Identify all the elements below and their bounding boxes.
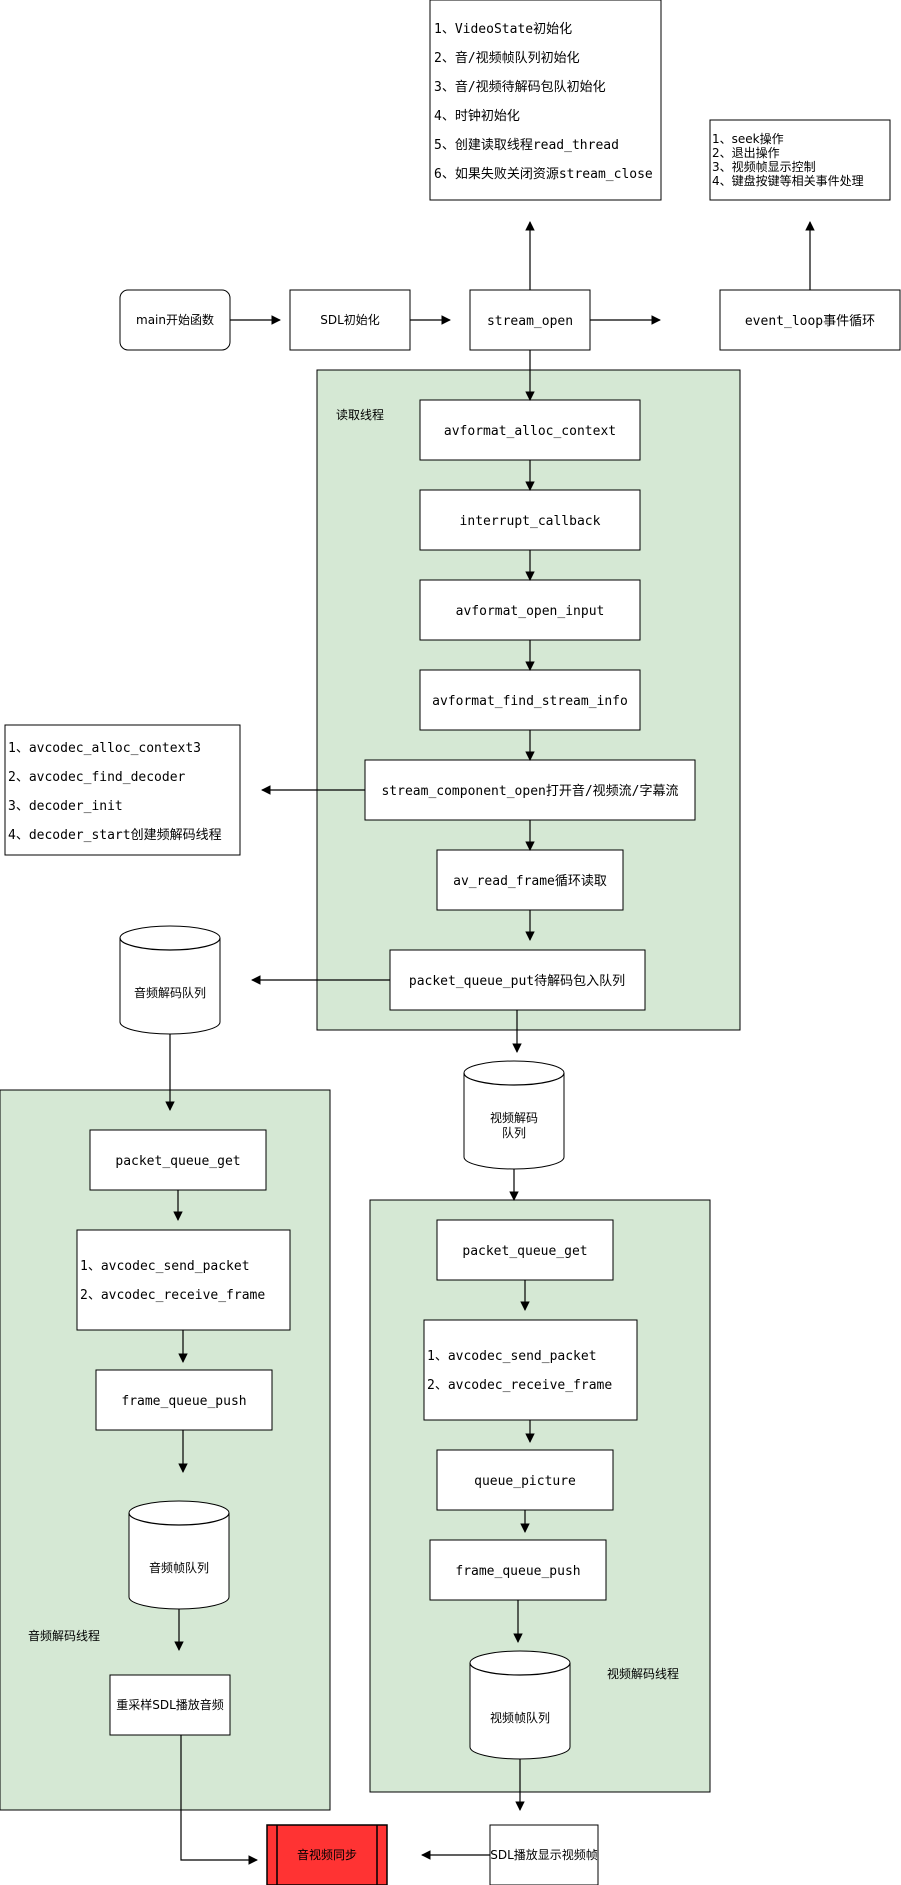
event-note-1: 1、seek操作 bbox=[712, 131, 784, 146]
arrow-audio-play-to-sync bbox=[180, 1735, 258, 1865]
stream-open-note-2: 2、音/视频帧队列初始化 bbox=[434, 50, 580, 66]
resample-sdl-play-node bbox=[109, 1674, 231, 1736]
packet-queue-put-label: packet_queue_put待解码包入队列 bbox=[409, 974, 625, 989]
video-packet-queue-label-1: 视频解码 bbox=[490, 1110, 538, 1125]
audio-frame-queue-push-node bbox=[95, 1369, 273, 1431]
queue-picture-label: queue_picture bbox=[474, 1474, 576, 1489]
interrupt-callback-label: interrupt_callback bbox=[460, 514, 601, 529]
video-packet-queue-cylinder bbox=[463, 1060, 565, 1170]
av-sync-node bbox=[266, 1824, 388, 1885]
avformat-find-stream-info-label: avformat_find_stream_info bbox=[432, 694, 628, 709]
stream-open-notes-box bbox=[429, 0, 662, 201]
audio-packet-queue-label: 音频解码队列 bbox=[134, 985, 206, 1000]
video-frame-queue-push-label: frame_queue_push bbox=[455, 1564, 580, 1579]
stream-open-note-1: 1、VideoState初始化 bbox=[434, 22, 572, 37]
video-decode-line-2: 2、avcodec_receive_frame bbox=[427, 1378, 612, 1393]
video-frame-queue-cylinder bbox=[469, 1650, 571, 1760]
stream-open-note-6: 6、如果失败关闭资源stream_close bbox=[434, 166, 653, 182]
event-loop-label: event_loop事件循环 bbox=[745, 314, 875, 329]
resample-sdl-play-label: 重采样SDL播放音频 bbox=[116, 1697, 224, 1712]
component-note-2: 2、avcodec_find_decoder bbox=[8, 770, 186, 785]
video-decode-line-1: 1、avcodec_send_packet bbox=[427, 1349, 597, 1364]
queue-picture-node bbox=[436, 1449, 614, 1511]
video-packet-queue-get-node bbox=[436, 1219, 614, 1281]
component-note-1: 1、avcodec_alloc_context3 bbox=[8, 741, 201, 756]
interrupt-callback-node bbox=[419, 489, 641, 551]
audio-frame-queue-push-label: frame_queue_push bbox=[121, 1394, 246, 1409]
video-decode-node bbox=[423, 1319, 638, 1421]
sdl-init-label: SDL初始化 bbox=[320, 313, 380, 327]
event-note-2: 2、退出操作 bbox=[712, 145, 780, 160]
connector-arrows bbox=[165, 221, 815, 1865]
stream-open-note-4: 4、时钟初始化 bbox=[434, 108, 520, 124]
audio-packet-queue-get-node bbox=[89, 1129, 267, 1191]
component-open-notes-box bbox=[4, 724, 241, 856]
read-thread-label: 读取线程 bbox=[336, 407, 384, 422]
av-sync-label: 音视频同步 bbox=[297, 1847, 357, 1862]
sdl-init-node bbox=[289, 289, 411, 351]
avformat-alloc-context-label: avformat_alloc_context bbox=[444, 424, 616, 439]
avformat-open-input-label: avformat_open_input bbox=[456, 604, 605, 619]
video-thread-label: 视频解码线程 bbox=[607, 1666, 679, 1681]
component-note-3: 3、decoder_init bbox=[8, 799, 123, 814]
stream-component-open-node bbox=[364, 759, 696, 821]
component-note-4: 4、decoder_start创建频解码线程 bbox=[8, 828, 222, 843]
packet-queue-put-node bbox=[389, 949, 646, 1011]
event-loop-notes-box bbox=[709, 119, 891, 201]
audio-packet-queue-cylinder bbox=[119, 925, 221, 1035]
stream-open-note-5: 5、创建读取线程read_thread bbox=[434, 138, 619, 153]
audio-frame-queue-label: 音频帧队列 bbox=[149, 1560, 209, 1575]
sdl-display-label: SDL播放显示视频帧 bbox=[490, 1847, 598, 1862]
video-packet-queue-label-2: 队列 bbox=[502, 1125, 526, 1140]
event-note-3: 3、视频帧显示控制 bbox=[712, 159, 816, 174]
av-read-frame-node bbox=[436, 849, 624, 911]
avformat-open-input-node bbox=[419, 579, 641, 641]
stream-open-note-3: 3、音/视频待解码包队初始化 bbox=[434, 79, 606, 95]
audio-decode-node bbox=[76, 1229, 291, 1331]
stream-component-open-label: stream_component_open打开音/视频流/字幕流 bbox=[381, 783, 678, 799]
audio-packet-queue-get-label: packet_queue_get bbox=[115, 1154, 240, 1169]
avformat-alloc-context-node bbox=[419, 399, 641, 461]
video-frame-queue-push-node bbox=[429, 1539, 607, 1601]
av-read-frame-label: av_read_frame循环读取 bbox=[453, 874, 607, 889]
video-packet-queue-get-label: packet_queue_get bbox=[462, 1244, 587, 1259]
audio-frame-queue-cylinder bbox=[128, 1500, 230, 1610]
video-frame-queue-label: 视频帧队列 bbox=[490, 1710, 550, 1725]
stream-open-node bbox=[469, 289, 591, 351]
stream-open-label: stream_open bbox=[487, 314, 573, 329]
audio-decode-line-1: 1、avcodec_send_packet bbox=[80, 1259, 250, 1274]
audio-decode-line-2: 2、avcodec_receive_frame bbox=[80, 1288, 265, 1303]
event-note-4: 4、键盘按键等相关事件处理 bbox=[712, 173, 864, 188]
main-start-label: main开始函数 bbox=[136, 312, 214, 327]
avformat-find-stream-info-node bbox=[419, 669, 641, 731]
audio-thread-label: 音频解码线程 bbox=[28, 1628, 100, 1643]
